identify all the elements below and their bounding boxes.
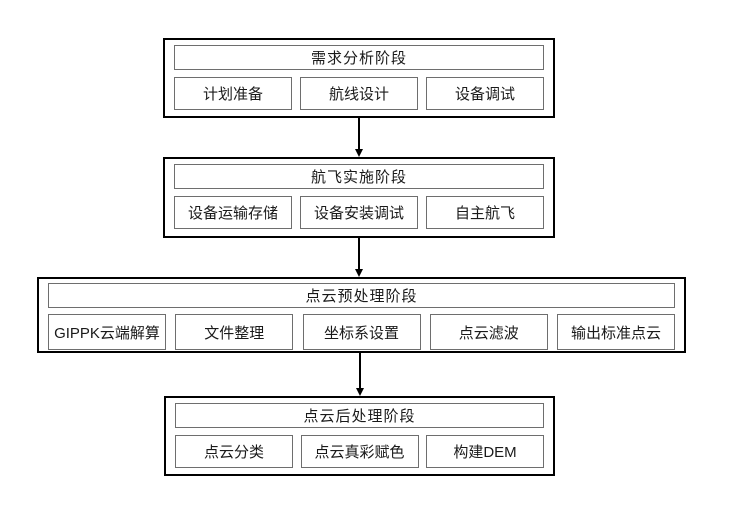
step-box: 文件整理 (175, 314, 294, 350)
step-box: 点云分类 (175, 435, 293, 468)
step-box: 设备运输存储 (174, 196, 292, 229)
step-box: 输出标准点云 (557, 314, 675, 350)
stage-pointcloud-postprocessing: 点云后处理阶段 点云分类 点云真彩赋色 构建DEM (164, 396, 555, 476)
stage-pointcloud-preprocessing: 点云预处理阶段 GIPPK云端解算 文件整理 坐标系设置 点云滤波 输出标准点云 (37, 277, 686, 353)
step-box: 构建DEM (426, 435, 544, 468)
arrow-head-icon (355, 149, 363, 157)
steps-row: 设备运输存储 设备安装调试 自主航飞 (174, 196, 544, 229)
stage-flight-implementation: 航飞实施阶段 设备运输存储 设备安装调试 自主航飞 (163, 157, 555, 238)
arrow-head-icon (355, 269, 363, 277)
step-box: 点云真彩赋色 (300, 435, 419, 468)
arrow-shaft (358, 118, 360, 149)
step-box: 点云滤波 (429, 314, 548, 350)
step-box: 航线设计 (300, 77, 418, 110)
stage-title: 需求分析阶段 (174, 45, 544, 70)
flow-arrow-down (355, 118, 363, 157)
arrow-shaft (359, 353, 361, 388)
steps-row: GIPPK云端解算 文件整理 坐标系设置 点云滤波 输出标准点云 (48, 314, 675, 350)
step-box: 设备安装调试 (300, 196, 418, 229)
arrow-head-icon (356, 388, 364, 396)
steps-row: 点云分类 点云真彩赋色 构建DEM (175, 435, 544, 468)
flow-arrow-down (356, 353, 364, 396)
step-box: 自主航飞 (426, 196, 544, 229)
steps-row: 计划准备 航线设计 设备调试 (174, 77, 544, 110)
step-box: 设备调试 (426, 77, 544, 110)
stage-title: 点云预处理阶段 (48, 283, 675, 308)
stage-title: 点云后处理阶段 (175, 403, 544, 428)
step-box: 计划准备 (174, 77, 292, 110)
step-box: 坐标系设置 (302, 314, 421, 350)
arrow-shaft (358, 238, 360, 269)
step-box: GIPPK云端解算 (48, 314, 166, 350)
stage-title: 航飞实施阶段 (174, 164, 544, 189)
flow-arrow-down (355, 238, 363, 277)
stage-requirements-analysis: 需求分析阶段 计划准备 航线设计 设备调试 (163, 38, 555, 118)
